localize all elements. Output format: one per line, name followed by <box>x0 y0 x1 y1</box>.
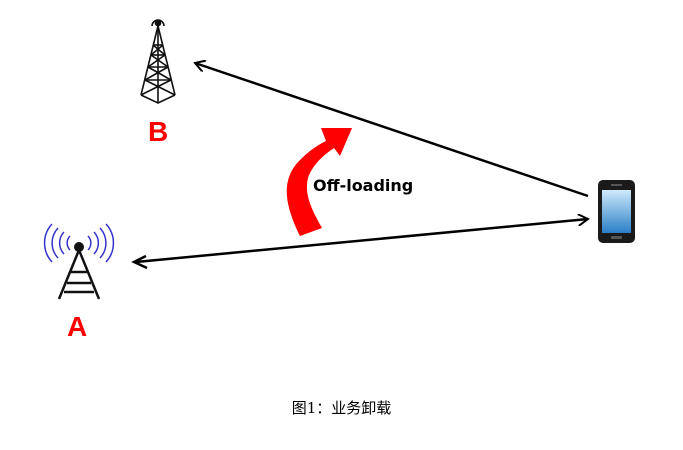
phone-icon <box>598 180 635 243</box>
tower-b-label: B <box>148 116 169 147</box>
offload-arrow-icon <box>286 128 352 236</box>
figure-caption: 图1：业务卸载 <box>291 399 392 417</box>
offloading-label: Off-loading <box>313 176 414 195</box>
tower-a-label: A <box>67 311 88 342</box>
link-a-to-phone <box>135 219 588 264</box>
tower-a-icon <box>43 223 115 300</box>
link-phone-to-b <box>195 63 589 198</box>
link-a-arrowhead <box>131 254 148 270</box>
tower-b-icon <box>140 19 176 104</box>
